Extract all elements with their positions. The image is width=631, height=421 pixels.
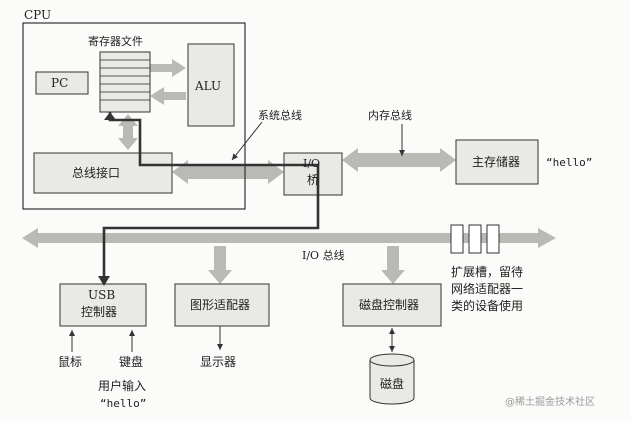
main-memory-label: 主存储器 bbox=[472, 155, 521, 169]
io-bus-to-disk-controller-arrow bbox=[381, 246, 405, 284]
io-bus-to-graphics-arrow bbox=[208, 246, 232, 284]
cpu-chip bbox=[22, 22, 246, 210]
register-file-label: 寄存器文件 bbox=[88, 35, 143, 48]
bus-interface-label: 总线接口 bbox=[72, 166, 121, 180]
system-bus-pointer bbox=[231, 121, 263, 161]
expansion-slots-line1: 扩展槽，留待 bbox=[451, 265, 524, 279]
expansion-slots-line2: 网络适配器一 bbox=[451, 282, 524, 296]
regfile-path-head bbox=[104, 112, 116, 120]
io-bridge-line2: 桥 bbox=[307, 173, 320, 187]
disk-cylinder bbox=[369, 353, 415, 405]
bus-interface-box bbox=[33, 152, 173, 194]
io-bus-arrow bbox=[22, 228, 556, 248]
io-bus-label: I/O 总线 bbox=[302, 249, 345, 262]
user-input-hello: “hello” bbox=[100, 397, 147, 410]
watermark-text: @稀土掘金技术社区 bbox=[505, 397, 595, 408]
expansion-slots bbox=[450, 224, 500, 254]
alu-label: ALU bbox=[195, 79, 222, 93]
regfile-to-alu-arrow bbox=[150, 59, 186, 77]
mouse-label: 鼠标 bbox=[58, 355, 83, 369]
keyboard-label: 键盘 bbox=[119, 355, 144, 369]
io-bridge-line1: I/O bbox=[303, 157, 321, 170]
alu-to-regfile-arrow bbox=[150, 87, 186, 105]
usb-controller-line2: 控制器 bbox=[81, 305, 118, 319]
regfile-bus-arrow bbox=[118, 114, 138, 150]
usb-controller-box bbox=[59, 283, 147, 327]
hello-data-path bbox=[102, 112, 320, 282]
alu-box bbox=[187, 43, 235, 127]
graphics-adapter-label: 图形适配器 bbox=[190, 298, 251, 312]
graphics-adapter-box bbox=[174, 283, 270, 327]
memory-bus-label: 内存总线 bbox=[368, 109, 412, 122]
memory-bus-arrow bbox=[342, 148, 456, 172]
io-bridge-box bbox=[283, 152, 343, 196]
disk-controller-label: 磁盘控制器 bbox=[359, 298, 420, 312]
pc-box bbox=[35, 71, 89, 95]
disk-label: 磁盘 bbox=[380, 377, 405, 391]
pc-label: PC bbox=[51, 76, 69, 90]
system-bus-label: 系统总线 bbox=[258, 109, 302, 122]
display-label: 显示器 bbox=[200, 355, 237, 369]
cpu-label: CPU bbox=[24, 8, 52, 22]
disk-controller-box bbox=[342, 283, 442, 327]
hello-path-head bbox=[98, 276, 110, 286]
main-memory-box bbox=[455, 139, 539, 185]
system-bus-arrow bbox=[172, 160, 284, 184]
user-input-label: 用户输入 bbox=[98, 379, 147, 393]
expansion-slots-line3: 类的设备使用 bbox=[451, 299, 524, 313]
register-file-cells bbox=[99, 51, 151, 113]
usb-controller-line1: USB bbox=[88, 288, 116, 302]
memory-content-hello: “hello” bbox=[546, 156, 593, 169]
